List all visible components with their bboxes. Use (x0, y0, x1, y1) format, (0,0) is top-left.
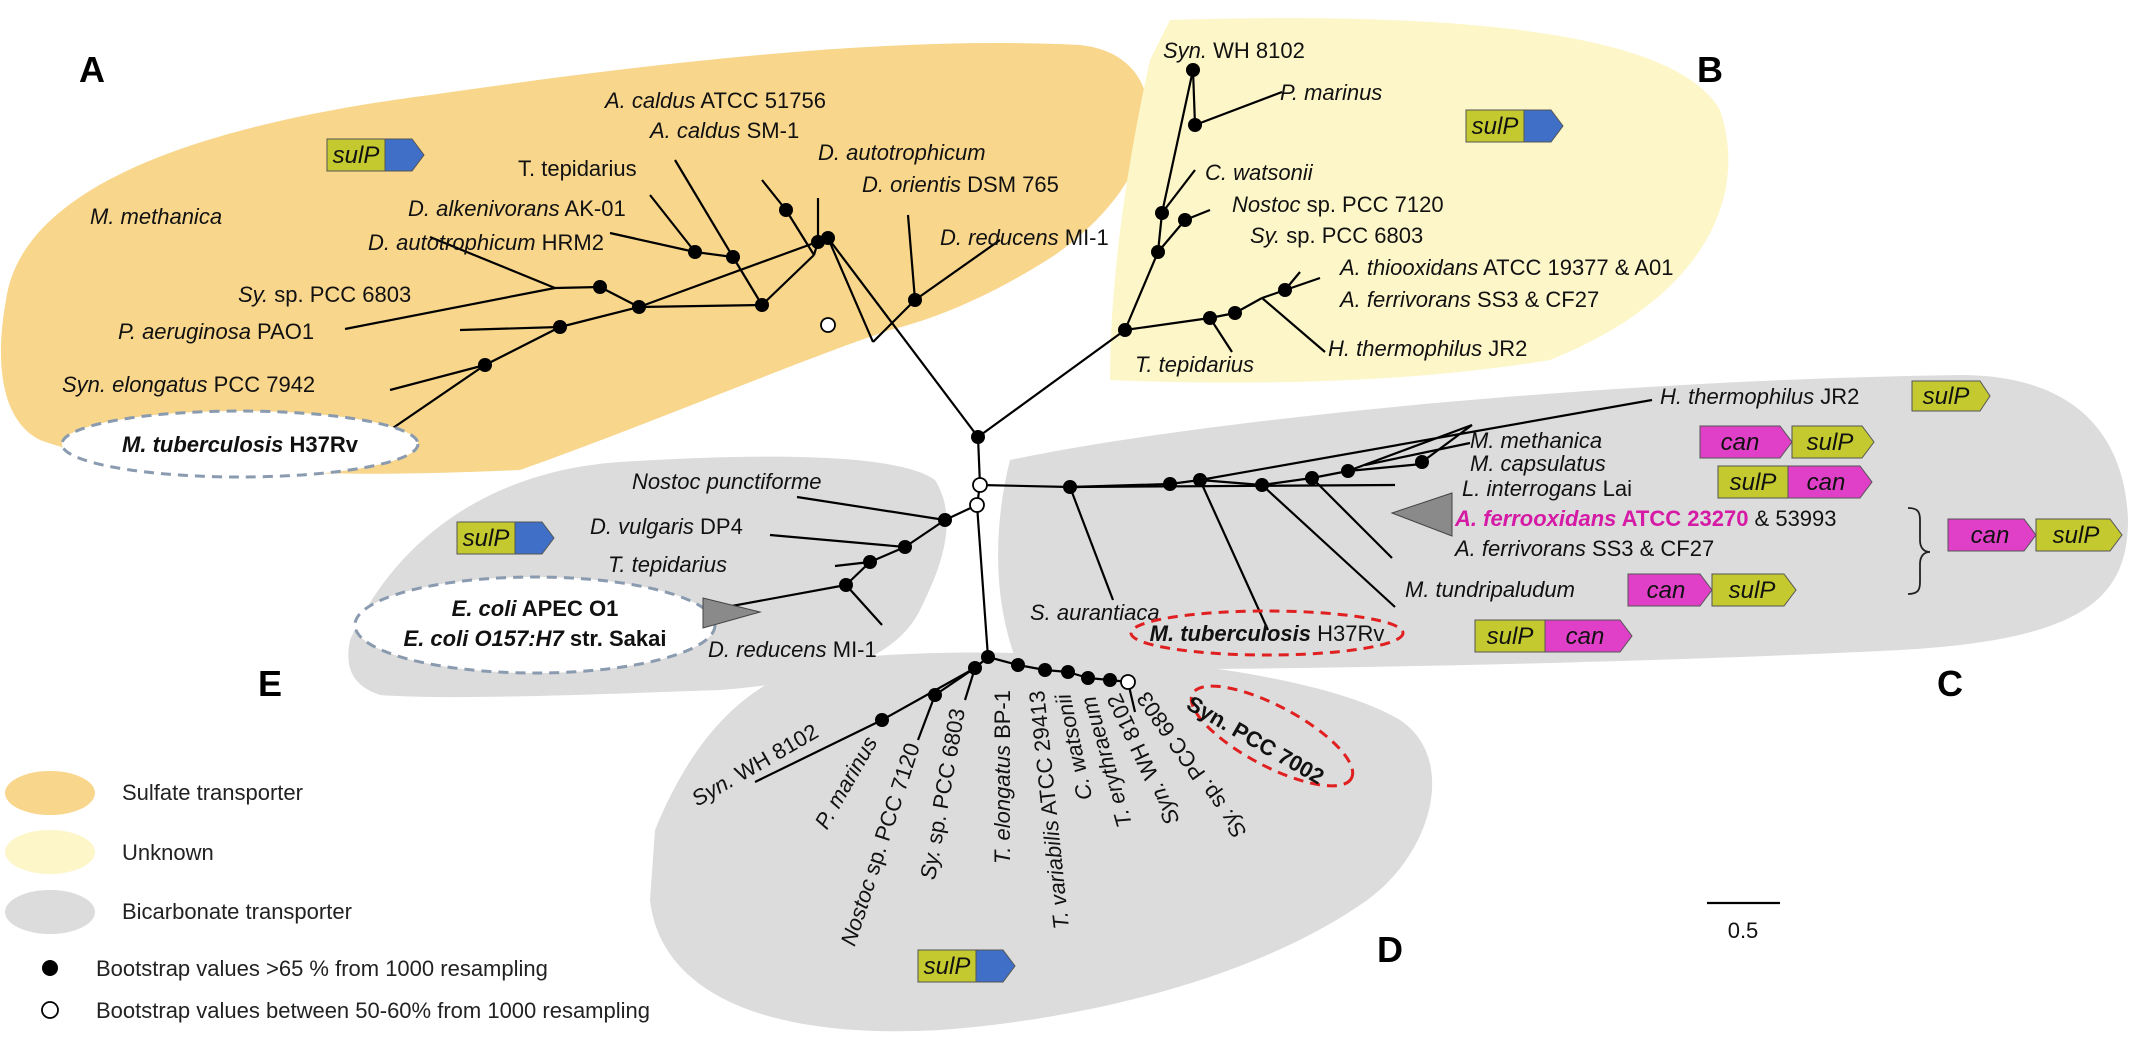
svg-text:can: can (1566, 623, 1605, 650)
taxon-a-d-autotrophicum: D. autotrophicum (818, 140, 986, 165)
taxon-c-l-interrogans: L. interrogans Lai (1462, 476, 1632, 501)
svg-text:sulP: sulP (1807, 429, 1854, 456)
gene-cassette-c-hthe: sulP (1911, 380, 1991, 412)
gene-cassette-d: sulP (917, 949, 1016, 983)
legend-sulfate: Sulfate transporter (122, 780, 303, 805)
svg-text:can: can (1721, 429, 1760, 456)
clade-a-background (0, 43, 1149, 474)
taxon-c-m-tundripaludum: M. tundripaludum (1405, 577, 1575, 602)
svg-text:can: can (1971, 522, 2010, 549)
svg-text:sulP: sulP (1729, 577, 1776, 604)
legend-node-mid (41, 1001, 59, 1019)
gene-cassette-e: sulP (456, 521, 555, 555)
legend-bootstrap-high: Bootstrap values >65 % from 1000 resampl… (96, 956, 548, 981)
panel-label-b: B (1697, 49, 1723, 90)
svg-text:sulP: sulP (333, 142, 380, 169)
taxon-c-m-methanica: M. methanica (1470, 428, 1602, 453)
taxon-c-a-ferrivorans: A. ferrivorans SS3 & CF27 (1453, 536, 1714, 561)
taxon-b-sy-pcc6803: Sy. sp. PCC 6803 (1250, 223, 1423, 248)
svg-text:sulP: sulP (1730, 469, 1777, 496)
taxon-a-m-methanica: M. methanica (90, 204, 222, 229)
taxon-a-d-autotrophicum-hrm2: D. autotrophicum HRM2 (368, 230, 604, 255)
taxon-b-c-watsonii: C. watsonii (1205, 160, 1314, 185)
taxon-a-t-tepidarius: T. tepidarius (518, 156, 637, 181)
taxon-a-a-caldus-atcc: A. caldus ATCC 51756 (603, 88, 826, 113)
taxon-e-nostoc-punctiforme: Nostoc punctiforme (632, 469, 822, 494)
svg-text:sulP: sulP (1923, 383, 1970, 410)
taxon-c-h-thermophilus: H. thermophilus JR2 (1660, 384, 1859, 409)
taxon-a-sy-pcc6803: Sy. sp. PCC 6803 (238, 282, 411, 307)
bracket-c (1907, 507, 1931, 595)
taxon-b-syn-wh8102: Syn. WH 8102 (1163, 38, 1305, 63)
taxon-c-a-ferrooxidans: A. ferrooxidans ATCC 23270 & 53993 (1454, 506, 1837, 531)
gene-cassette-a: sulP (326, 138, 425, 172)
taxon-a-d-reducens: D. reducens MI-1 (940, 225, 1109, 250)
taxon-b-p-marinus: P. marinus (1280, 80, 1382, 105)
gene-cassette-c-mmeth: can sulP (1699, 425, 1875, 459)
taxon-d-t-elongatus: T. elongatus BP-1 (990, 690, 1015, 864)
taxon-a-p-aeruginosa: P. aeruginosa PAO1 (118, 319, 314, 344)
mtb-highlight-a (60, 409, 420, 479)
taxon-e-t-tepidarius: T. tepidarius (608, 552, 727, 577)
collapsed-clade-c (1390, 492, 1453, 537)
taxon-e-d-vulgaris: D. vulgaris DP4 (590, 514, 743, 539)
panel-label-e: E (258, 663, 282, 704)
taxon-b-a-thiooxidans: A. thiooxidans ATCC 19377 & A01 (1338, 255, 1673, 280)
legend-swatch-unknown (5, 830, 95, 874)
gene-cassette-c-mtun: can sulP (1627, 573, 1797, 607)
legend-swatch-sulfate (5, 771, 95, 815)
taxon-a-syn-elongatus: Syn. elongatus PCC 7942 (62, 372, 315, 397)
svg-text:can: can (1807, 469, 1846, 496)
collapsed-clade-e (702, 597, 762, 629)
taxon-b-t-tepidarius: T. tepidarius (1135, 352, 1254, 377)
taxon-e-ecoli-o157: E. coli O157:H7 str. Sakai (404, 626, 667, 651)
scale-label: 0.5 (1728, 918, 1759, 943)
panel-label-a: A (79, 49, 105, 90)
taxon-b-h-thermophilus: H. thermophilus JR2 (1328, 336, 1527, 361)
svg-text:can: can (1647, 577, 1686, 604)
svg-text:sulP: sulP (924, 953, 971, 980)
ecoli-highlight-e (353, 575, 717, 675)
gene-cassette-c-lint: sulP can (1717, 465, 1873, 499)
taxon-e-ecoli-apec: E. coli APEC O1 (452, 596, 619, 621)
bootstrap-nodes-mid (820, 317, 1136, 690)
gene-cassette-b: sulP (1465, 109, 1564, 143)
svg-text:sulP: sulP (1472, 113, 1519, 140)
syn7002-highlight (1189, 684, 1355, 788)
taxon-e-d-reducens: D. reducens MI-1 (708, 637, 877, 662)
taxon-a-m-tuberculosis: M. tuberculosis H37Rv (122, 432, 359, 457)
gene-cassette-c-aferro: can sulP (1947, 518, 2123, 552)
taxon-c-s-aurantiaca: S. aurantiaca (1030, 600, 1160, 625)
taxon-b-nostoc-pcc7120: Nostoc sp. PCC 7120 (1232, 192, 1444, 217)
legend-bicarbonate: Bicarbonate transporter (122, 899, 352, 924)
taxon-c-m-tuberculosis: M. tuberculosis H37Rv (1150, 621, 1385, 646)
mtb-highlight-c (1129, 609, 1405, 657)
legend-node-high (42, 960, 58, 976)
clade-b-background (1110, 18, 1729, 383)
panel-label-d: D (1377, 929, 1403, 970)
legend-unknown: Unknown (122, 840, 214, 865)
legend-bootstrap-mid: Bootstrap values between 50-60% from 100… (96, 998, 650, 1023)
taxon-a-a-caldus-sm1: A. caldus SM-1 (648, 118, 799, 143)
svg-text:sulP: sulP (463, 525, 510, 552)
panel-label-c: C (1937, 663, 1963, 704)
taxon-a-d-orientis: D. orientis DSM 765 (862, 172, 1059, 197)
taxon-c-m-capsulatus: M. capsulatus (1470, 451, 1606, 476)
svg-text:sulP: sulP (2053, 522, 2100, 549)
svg-text:sulP: sulP (1487, 623, 1534, 650)
clade-d-background (650, 652, 1433, 1032)
legend-swatch-bicarbonate (5, 890, 95, 934)
bootstrap-nodes-high (478, 63, 1429, 727)
gene-cassette-c-mtb: sulP can (1474, 619, 1633, 653)
taxon-a-d-alkenivorans: D. alkenivorans AK-01 (408, 196, 626, 221)
taxon-b-a-ferrivorans: A. ferrivorans SS3 & CF27 (1338, 287, 1599, 312)
